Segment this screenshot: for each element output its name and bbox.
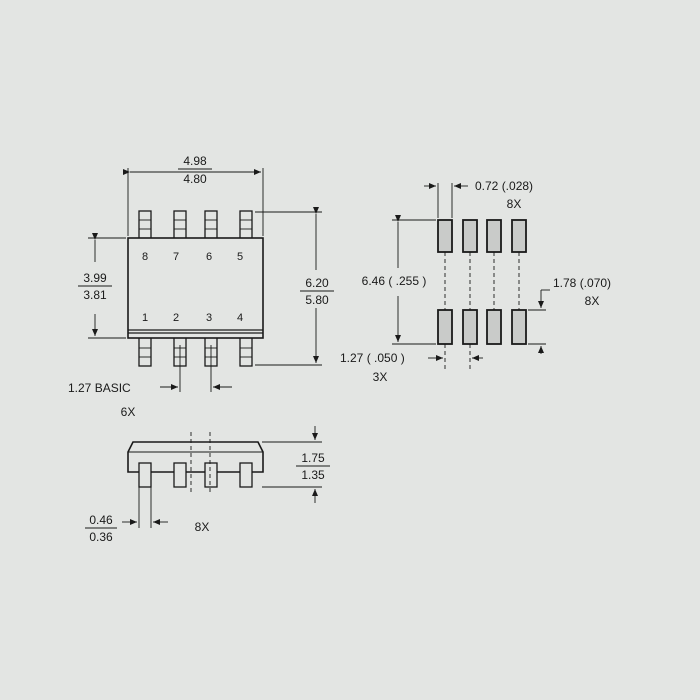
lead-width-min-label: 0.36 xyxy=(89,530,113,544)
total-height-max-label: 6.20 xyxy=(305,276,329,290)
pad-length-count-label: 8X xyxy=(585,294,600,308)
footprint-pad xyxy=(437,219,453,253)
pad-width-count-label: 8X xyxy=(507,197,522,211)
top-view: 8 7 6 5 1 2 3 4 4.98 4.80 3.99 3.81 6.20… xyxy=(68,154,334,419)
total-height-min-label: 5.80 xyxy=(305,293,329,307)
pin-number-8: 8 xyxy=(142,251,148,263)
footprint-pitch-count-label: 3X xyxy=(373,370,388,384)
side-view: 1.75 1.35 0.46 0.36 8X xyxy=(85,426,330,544)
pin-number-7: 7 xyxy=(173,251,179,263)
footprint-pad xyxy=(462,309,478,345)
body-height-max-label: 3.99 xyxy=(83,271,107,285)
lead-pin-6 xyxy=(204,210,218,242)
pin-number-1: 1 xyxy=(142,312,148,324)
lead-pin-7 xyxy=(173,210,187,242)
lead-pin-1 xyxy=(138,335,152,367)
pin-number-2: 2 xyxy=(173,312,179,324)
pad-width-label: 0.72 (.028) xyxy=(475,179,533,193)
footprint-pad xyxy=(437,309,453,345)
side-height-max-label: 1.75 xyxy=(301,451,325,465)
width-min-label: 4.80 xyxy=(183,172,207,186)
side-lead-3 xyxy=(204,462,218,488)
footprint-pitch-label: 1.27 ( .050 ) xyxy=(340,351,405,365)
land-pattern: 0.72 (.028) 8X 6.46 ( .255 ) 1.78 (.070)… xyxy=(340,179,611,384)
side-lead-4 xyxy=(239,462,253,488)
footprint-pad xyxy=(486,309,502,345)
pin-number-3: 3 xyxy=(206,312,212,324)
footprint-pad xyxy=(462,219,478,253)
pin-number-6: 6 xyxy=(206,251,212,263)
pitch-label: 1.27 BASIC xyxy=(68,381,131,395)
lead-width-max-label: 0.46 xyxy=(89,513,113,527)
footprint-pad xyxy=(511,219,527,253)
body-height-min-label: 3.81 xyxy=(83,288,107,302)
side-lead-2 xyxy=(173,462,187,488)
side-lead-1 xyxy=(138,462,152,488)
pin-number-4: 4 xyxy=(237,312,243,324)
lead-pin-4 xyxy=(239,335,253,367)
lead-count-label: 8X xyxy=(195,520,210,534)
pin-number-5: 5 xyxy=(237,251,243,263)
package-body xyxy=(127,237,264,339)
width-max-label: 4.98 xyxy=(183,154,207,168)
footprint-pad xyxy=(511,309,527,345)
row-span-label: 6.46 ( .255 ) xyxy=(362,274,427,288)
pitch-count-label: 6X xyxy=(121,405,136,419)
lead-pin-8 xyxy=(138,210,152,242)
footprint-pad xyxy=(486,219,502,253)
lead-pin-5 xyxy=(239,210,253,242)
side-height-min-label: 1.35 xyxy=(301,468,325,482)
pad-length-label: 1.78 (.070) xyxy=(553,276,611,290)
